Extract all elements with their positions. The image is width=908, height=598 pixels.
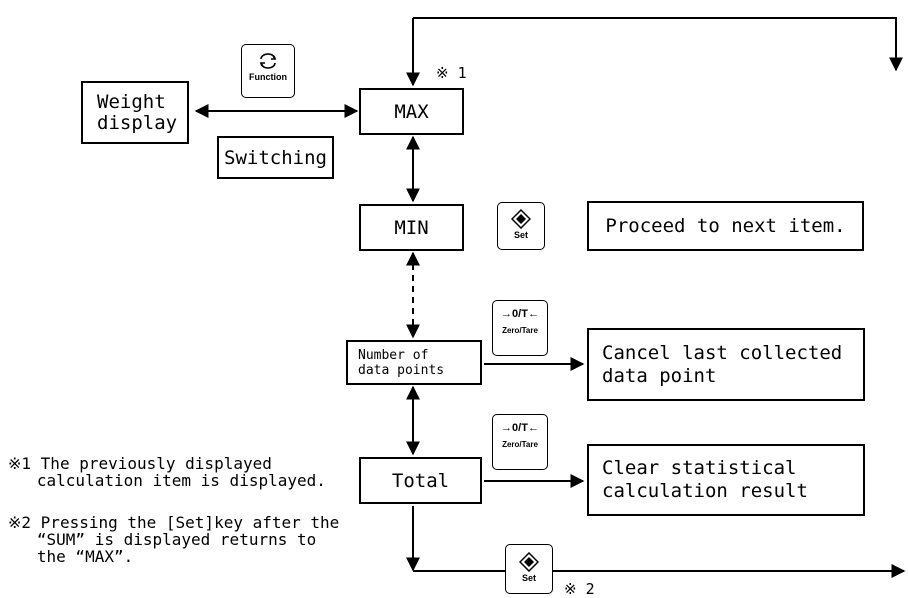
cancel-box: Cancel last collected data point <box>587 328 865 401</box>
zero-tare-key-2-symbol: →0/T← <box>501 422 539 434</box>
mark-2: ※ 2 <box>564 580 595 598</box>
diamond-icon <box>519 552 539 572</box>
note-2-line-2: “SUM” is displayed returns to <box>8 530 317 549</box>
set-key-2: Set <box>505 544 553 594</box>
mark-1: ※ 1 <box>436 64 467 82</box>
max-label: MAX <box>394 100 429 123</box>
clear-label: Clear statistical calculation result <box>602 457 808 502</box>
note-2: ※2 Pressing the [Set]key after the “SUM”… <box>8 514 339 565</box>
total-box: Total <box>359 457 482 504</box>
set-key-1-label: Set <box>513 230 528 240</box>
diamond-icon <box>511 209 531 229</box>
min-box: MIN <box>359 204 464 251</box>
weight-display-label: Weight display <box>97 90 178 134</box>
refresh-arrows-icon <box>259 53 277 69</box>
switching-box: Switching <box>217 136 334 179</box>
switching-label: Switching <box>224 146 327 169</box>
min-label: MIN <box>394 216 429 239</box>
number-of-data-points-label: Number of data points <box>358 347 445 378</box>
proceed-box: Proceed to next item. <box>587 201 864 251</box>
cancel-label: Cancel last collected data point <box>602 341 843 387</box>
total-label: Total <box>391 469 450 492</box>
zero-tare-key-1: →0/T← Zero/Tare <box>492 300 548 356</box>
note-1: ※1 The previously displayed calculation … <box>8 455 326 489</box>
weight-display-box: Weight display <box>81 81 189 144</box>
clear-box: Clear statistical calculation result <box>587 444 865 516</box>
connector-loop-top <box>413 17 903 72</box>
note-2-line-3: the “MAX”. <box>8 547 134 566</box>
set-key-1: Set <box>497 202 545 250</box>
zero-tare-key-1-label: Zero/Tare <box>502 326 538 335</box>
zero-tare-key-2-label: Zero/Tare <box>502 440 538 449</box>
note-1-line-2: calculation item is displayed. <box>8 471 326 490</box>
max-box: MAX <box>359 88 464 135</box>
function-key-label: Function <box>249 72 287 82</box>
function-key: Function <box>241 44 295 98</box>
number-of-data-points-box: Number of data points <box>346 340 482 385</box>
zero-tare-key-2: →0/T← Zero/Tare <box>492 414 548 470</box>
note-1-line-1: ※1 The previously displayed <box>8 454 272 473</box>
proceed-label: Proceed to next item. <box>605 215 846 237</box>
set-key-2-label: Set <box>521 573 536 583</box>
zero-tare-key-1-symbol: →0/T← <box>501 308 539 320</box>
note-2-line-1: ※2 Pressing the [Set]key after the <box>8 513 340 532</box>
